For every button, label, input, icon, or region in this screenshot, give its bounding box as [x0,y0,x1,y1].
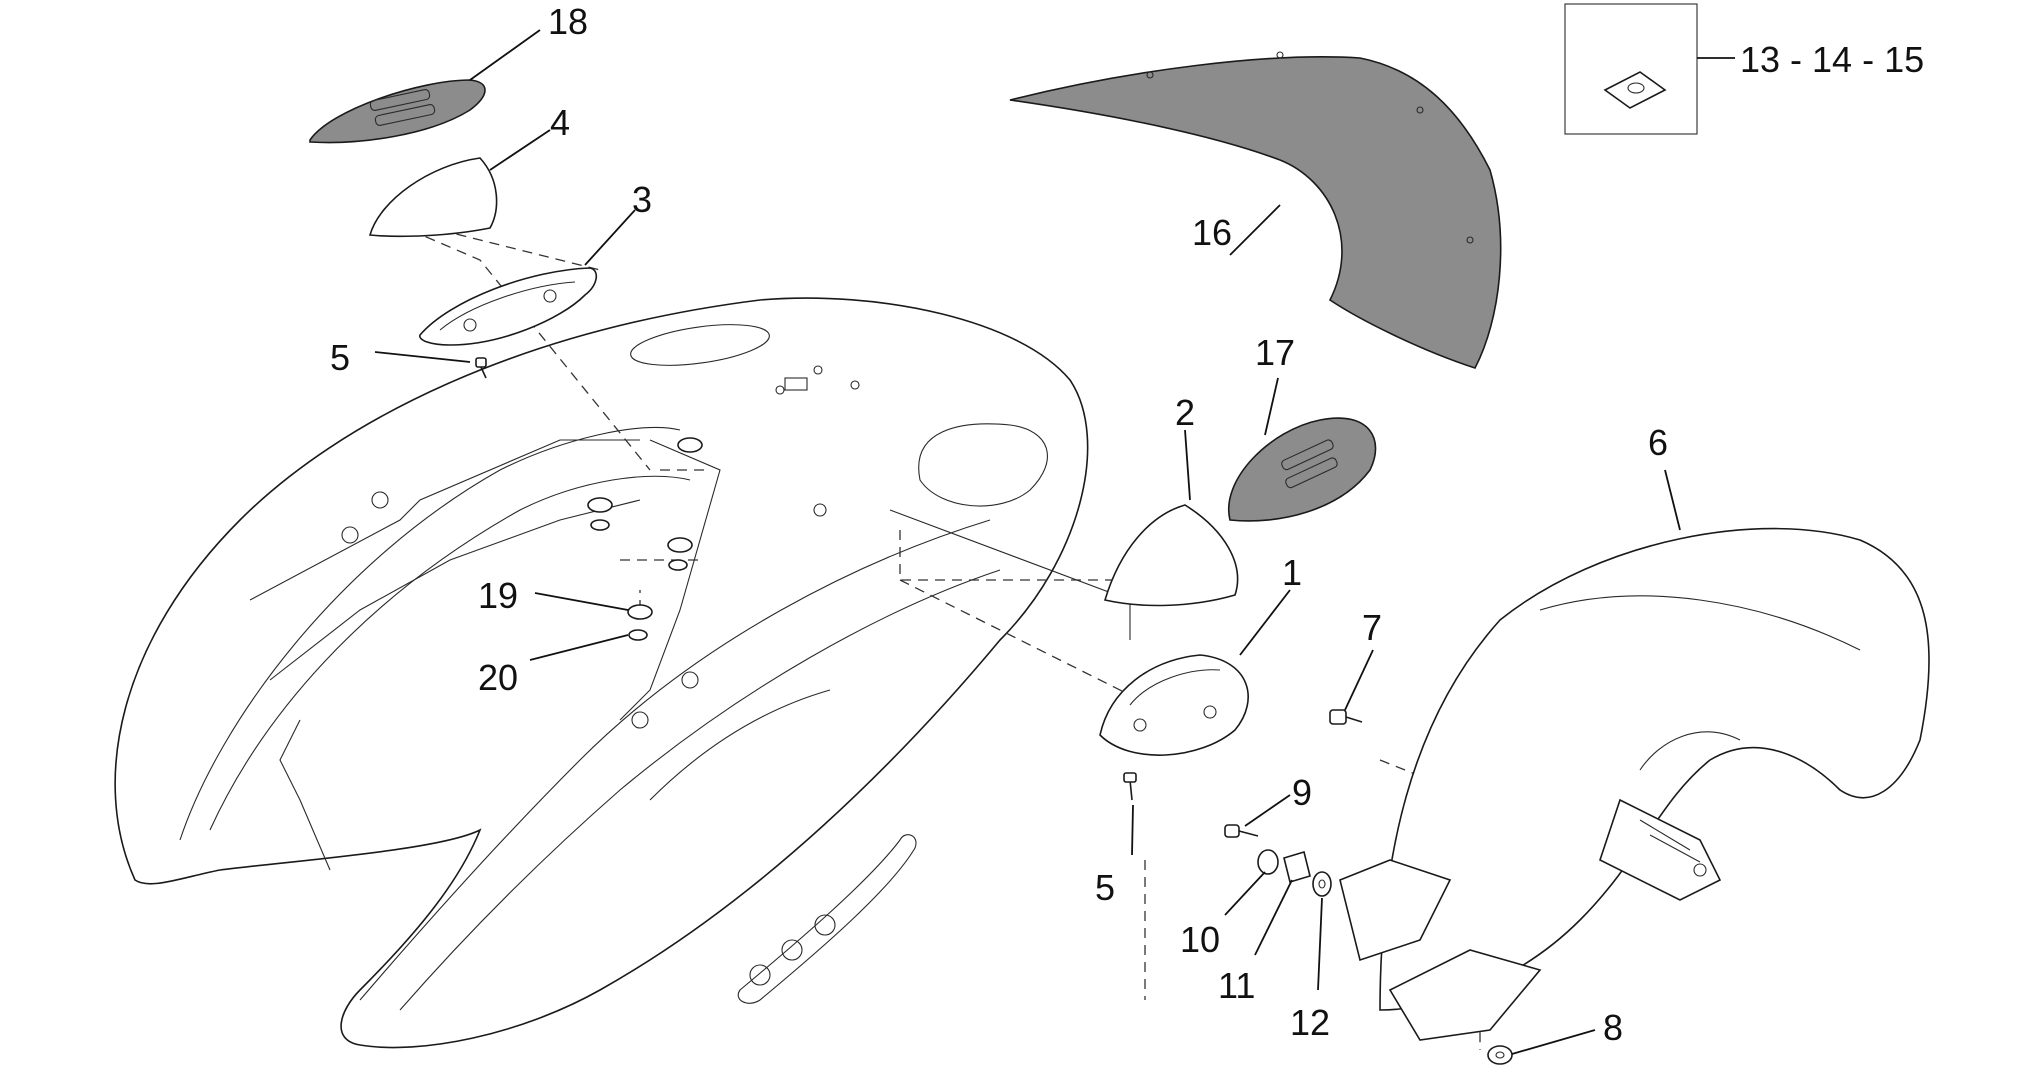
part-2-lens-cover [1103,504,1239,607]
part-4-lens-cover [368,157,498,238]
callout-8: 8 [1603,1007,1623,1048]
part-7-screw [1329,709,1363,725]
callout-19: 19 [478,575,518,616]
part-8-washer [1487,1045,1513,1065]
callout-18: 18 [548,1,588,42]
part-6-rear-mudguard [1339,527,1930,1041]
callout-17: 17 [1255,332,1295,373]
part-11-spacer [1283,850,1311,884]
rear-body-fairing [114,297,1089,1049]
part-5-screw-upper [475,357,487,379]
callout-7: 7 [1362,607,1382,648]
callout-labels: 18 4 3 5 19 20 16 17 2 1 6 7 9 5 10 11 1… [330,1,1924,1048]
callout-9: 9 [1292,772,1312,813]
callout-13-14-15: 13 - 14 - 15 [1740,39,1924,80]
callout-4: 4 [550,102,570,143]
part-3-lamp-housing [419,267,598,346]
part-18-rubber-pad [309,79,486,144]
callout-3: 3 [632,179,652,220]
callout-11: 11 [1218,965,1255,1006]
callout-5-upper: 5 [330,337,350,378]
part-10-o-ring [1257,849,1279,875]
part-9-screw [1224,824,1259,838]
part-19-grommet [587,437,703,620]
callout-5-lower: 5 [1095,867,1115,908]
part-1-lamp-housing [1099,654,1249,756]
callout-1: 1 [1282,552,1302,593]
callout-20: 20 [478,657,518,698]
callout-6: 6 [1648,422,1668,463]
part-17-rubber-pad [1227,417,1377,522]
leader-lines [374,29,1735,1055]
part-20-nut [590,519,688,641]
callout-16: 16 [1192,212,1232,253]
part-12-washer [1312,871,1332,897]
callout-2: 2 [1175,392,1195,433]
callout-10: 10 [1180,919,1220,960]
part-5-screw-lower [1123,772,1137,801]
part-16-inner-mudguard [1009,51,1502,369]
inset-box-clip-nut [1564,3,1698,135]
callout-12: 12 [1290,1002,1330,1043]
